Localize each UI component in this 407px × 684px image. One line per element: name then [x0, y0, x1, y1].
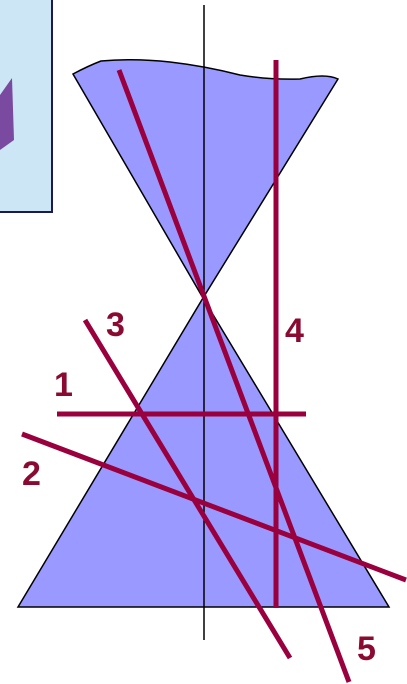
label-line-4: 4 — [285, 312, 304, 350]
cutting-line-2 — [21, 431, 407, 583]
cutting-line-3 — [82, 318, 293, 660]
label-line-1: 1 — [54, 366, 73, 404]
upper-cone-nappe — [71, 58, 340, 300]
label-line-3: 3 — [106, 306, 125, 344]
cutting-line-5 — [116, 69, 352, 683]
label-line-2: 2 — [22, 455, 41, 493]
inset-image-figure — [0, 78, 14, 150]
label-line-5: 5 — [357, 630, 376, 668]
